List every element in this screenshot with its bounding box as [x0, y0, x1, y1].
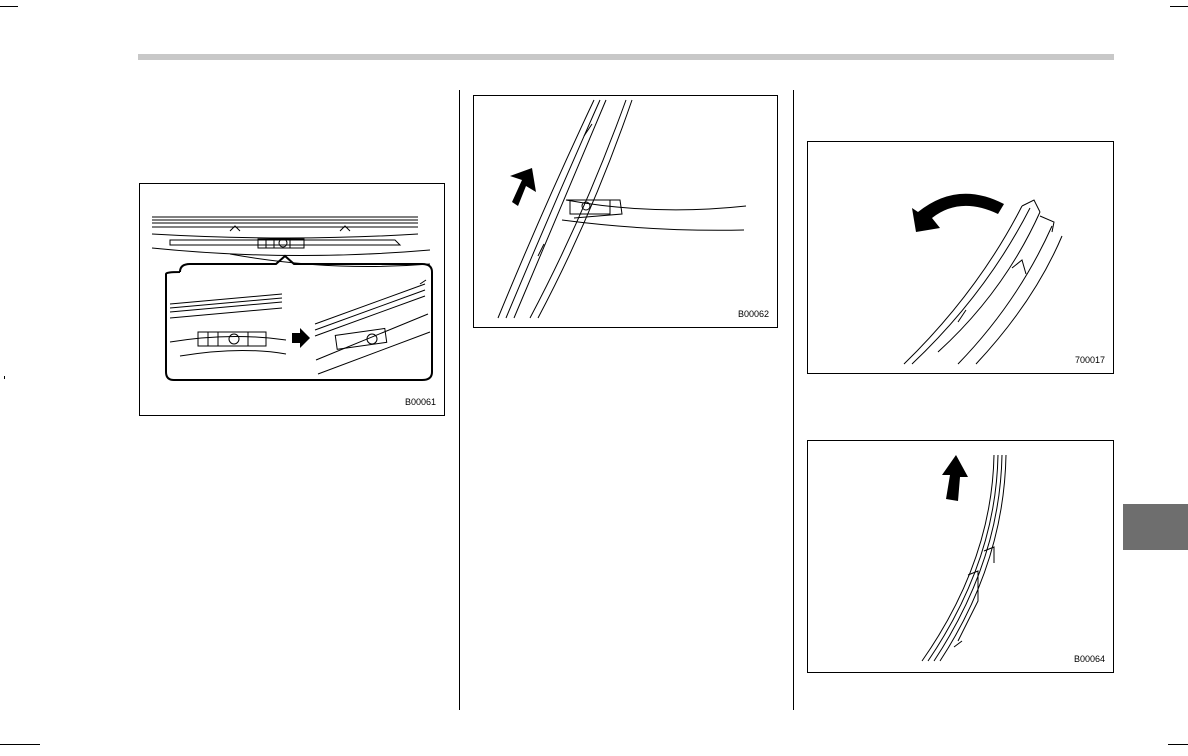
crop-mark-bottom-left [0, 744, 40, 745]
figure-wiper-blade-removal: B00061 [139, 183, 445, 416]
figure-id: B00061 [405, 397, 436, 407]
arrow-icon [510, 168, 536, 206]
arrow-icon [942, 455, 968, 501]
figure-wiper-blade-rotate: 700017 [807, 141, 1114, 374]
header-bar [138, 54, 1114, 60]
wiper-blade-rotate-illustration [808, 142, 1114, 374]
crop-mark-top-right [1170, 6, 1188, 7]
arrow-icon [912, 194, 1004, 232]
column-divider-left [459, 90, 460, 710]
arrow-icon [292, 328, 310, 348]
figure-wiper-blade-pull: B00064 [807, 440, 1114, 673]
margin-dot-left [4, 376, 5, 379]
wiper-pivot-illustration [474, 96, 778, 328]
wiper-blade-pull-illustration [808, 441, 1114, 673]
crop-mark-top-left [0, 6, 18, 7]
figure-id: B00062 [738, 309, 769, 319]
figure-wiper-arm-pivot: B00062 [473, 95, 778, 328]
figure-id: 700017 [1075, 355, 1105, 365]
figure-id: B00064 [1074, 654, 1105, 664]
crop-mark-bottom-right [1168, 744, 1188, 745]
section-tab [1123, 504, 1188, 550]
wiper-arm-illustration [140, 184, 445, 416]
column-divider-right [793, 90, 794, 710]
